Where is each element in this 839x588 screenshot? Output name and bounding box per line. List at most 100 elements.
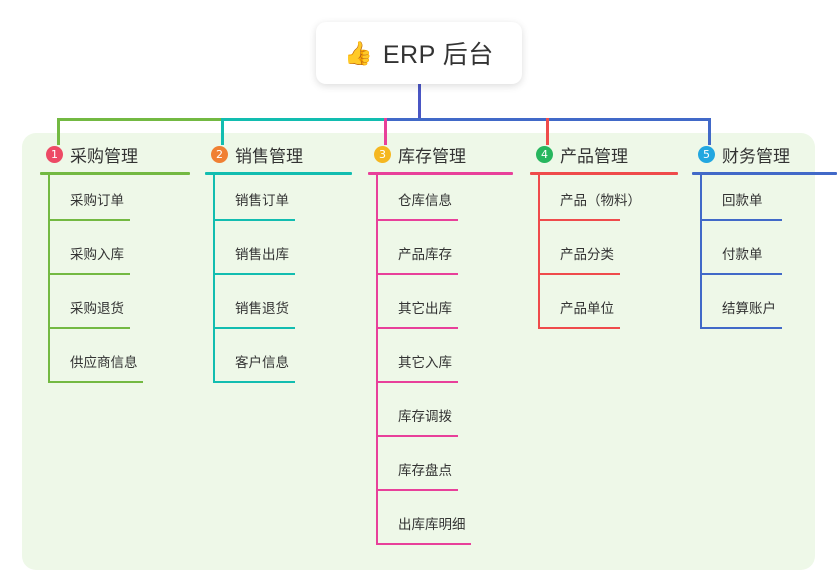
branch-item-label: 结算账户 — [722, 301, 776, 316]
branch-item-rule — [700, 327, 782, 329]
branch-item-rule — [700, 273, 782, 275]
branch-item[interactable]: 客户信息 — [205, 337, 352, 391]
branch-column-2: 2 销售管理销售订单销售出库销售退货客户信息 — [205, 141, 352, 391]
branch-header-rule — [692, 172, 837, 175]
root-stem-line — [417, 84, 421, 120]
branch-item-rule — [376, 543, 471, 545]
branch-item[interactable]: 其它出库 — [368, 283, 513, 337]
branch-item[interactable]: 结算账户 — [692, 283, 837, 337]
branch-header-rule — [40, 172, 190, 175]
branch-header-rule — [530, 172, 678, 175]
branch-column-1: 1 采购管理采购订单采购入库采购退货供应商信息 — [40, 141, 190, 391]
branch-item[interactable]: 产品分类 — [530, 229, 678, 283]
branch-spine — [538, 175, 540, 327]
branch-item-label: 销售订单 — [235, 193, 289, 208]
branch-item[interactable]: 采购入库 — [40, 229, 190, 283]
branch-item[interactable]: 出库库明细 — [368, 499, 513, 553]
branch-item-label: 销售退货 — [235, 301, 289, 316]
branch-spine — [48, 175, 50, 381]
branch-item-list: 仓库信息产品库存其它出库其它入库库存调拨库存盘点出库库明细 — [368, 175, 513, 553]
branch-item-rule — [376, 219, 458, 221]
branch-item-label: 其它入库 — [398, 355, 452, 370]
branch-item-rule — [213, 327, 295, 329]
branch-drop-3 — [383, 118, 387, 145]
branch-item[interactable]: 库存盘点 — [368, 445, 513, 499]
branch-item[interactable]: 库存调拨 — [368, 391, 513, 445]
branch-item-rule — [376, 327, 458, 329]
branch-drop-2 — [220, 118, 224, 145]
branch-item-rule — [48, 327, 130, 329]
branch-item[interactable]: 付款单 — [692, 229, 837, 283]
branch-title: 产品管理 — [560, 146, 628, 166]
branch-drop-1 — [56, 118, 60, 145]
branch-item[interactable]: 采购退货 — [40, 283, 190, 337]
branch-item[interactable]: 销售退货 — [205, 283, 352, 337]
branch-spine — [376, 175, 378, 543]
branch-header-rule — [368, 172, 513, 175]
branch-item-label: 销售出库 — [235, 247, 289, 262]
branch-item-label: 产品单位 — [560, 301, 614, 316]
branch-item-label: 采购退货 — [70, 301, 124, 316]
branch-drop-4 — [545, 118, 549, 145]
branch-header-4[interactable]: 4 产品管理 — [530, 141, 678, 167]
branch-item-rule — [700, 219, 782, 221]
branch-item-label: 供应商信息 — [70, 355, 138, 370]
root-node[interactable]: 👍 ERP 后台 — [316, 22, 522, 84]
branch-item-label: 产品（物料） — [560, 193, 641, 208]
branch-item-label: 产品分类 — [560, 247, 614, 262]
mindmap-panel — [22, 133, 815, 570]
branch-item-rule — [538, 273, 620, 275]
branch-item-rule — [48, 219, 130, 221]
branch-item-rule — [376, 435, 458, 437]
branch-item-label: 库存盘点 — [398, 463, 452, 478]
branch-item[interactable]: 供应商信息 — [40, 337, 190, 391]
branch-item[interactable]: 其它入库 — [368, 337, 513, 391]
branch-item[interactable]: 产品（物料） — [530, 175, 678, 229]
branch-item-label: 产品库存 — [398, 247, 452, 262]
branch-header-rule — [205, 172, 352, 175]
branch-item-label: 采购入库 — [70, 247, 124, 262]
branch-item-rule — [213, 219, 295, 221]
branch-item-label: 库存调拨 — [398, 409, 452, 424]
branch-header-1[interactable]: 1 采购管理 — [40, 141, 190, 167]
branch-item[interactable]: 产品库存 — [368, 229, 513, 283]
branch-number-badge: 1 — [46, 145, 63, 163]
branch-item-label: 采购订单 — [70, 193, 124, 208]
branch-item[interactable]: 销售出库 — [205, 229, 352, 283]
branch-item-rule — [48, 381, 143, 383]
branch-item[interactable]: 仓库信息 — [368, 175, 513, 229]
branch-number-badge: 3 — [374, 145, 391, 163]
branch-number-badge: 2 — [211, 145, 228, 163]
branch-item-label: 付款单 — [722, 247, 763, 262]
branch-header-2[interactable]: 2 销售管理 — [205, 141, 352, 167]
branch-drop-5 — [707, 118, 711, 145]
branch-item-rule — [538, 219, 620, 221]
branch-item-rule — [376, 273, 458, 275]
branch-item-label: 其它出库 — [398, 301, 452, 316]
branch-item-label: 客户信息 — [235, 355, 289, 370]
branch-item-label: 回款单 — [722, 193, 763, 208]
branch-number-badge: 4 — [536, 145, 553, 163]
branch-spine — [700, 175, 702, 327]
branch-item[interactable]: 产品单位 — [530, 283, 678, 337]
branch-item[interactable]: 回款单 — [692, 175, 837, 229]
branch-item[interactable]: 采购订单 — [40, 175, 190, 229]
branch-title: 采购管理 — [70, 146, 138, 166]
branch-item-list: 回款单付款单结算账户 — [692, 175, 837, 337]
branch-item[interactable]: 销售订单 — [205, 175, 352, 229]
branch-item-rule — [538, 327, 620, 329]
branch-item-list: 销售订单销售出库销售退货客户信息 — [205, 175, 352, 391]
branch-item-rule — [213, 381, 295, 383]
branch-title: 销售管理 — [235, 146, 303, 166]
branch-spine — [213, 175, 215, 381]
branch-item-label: 仓库信息 — [398, 193, 452, 208]
branch-item-rule — [48, 273, 130, 275]
branch-number-badge: 5 — [698, 145, 715, 163]
branch-item-rule — [376, 381, 458, 383]
bus-segment-1 — [56, 118, 224, 121]
